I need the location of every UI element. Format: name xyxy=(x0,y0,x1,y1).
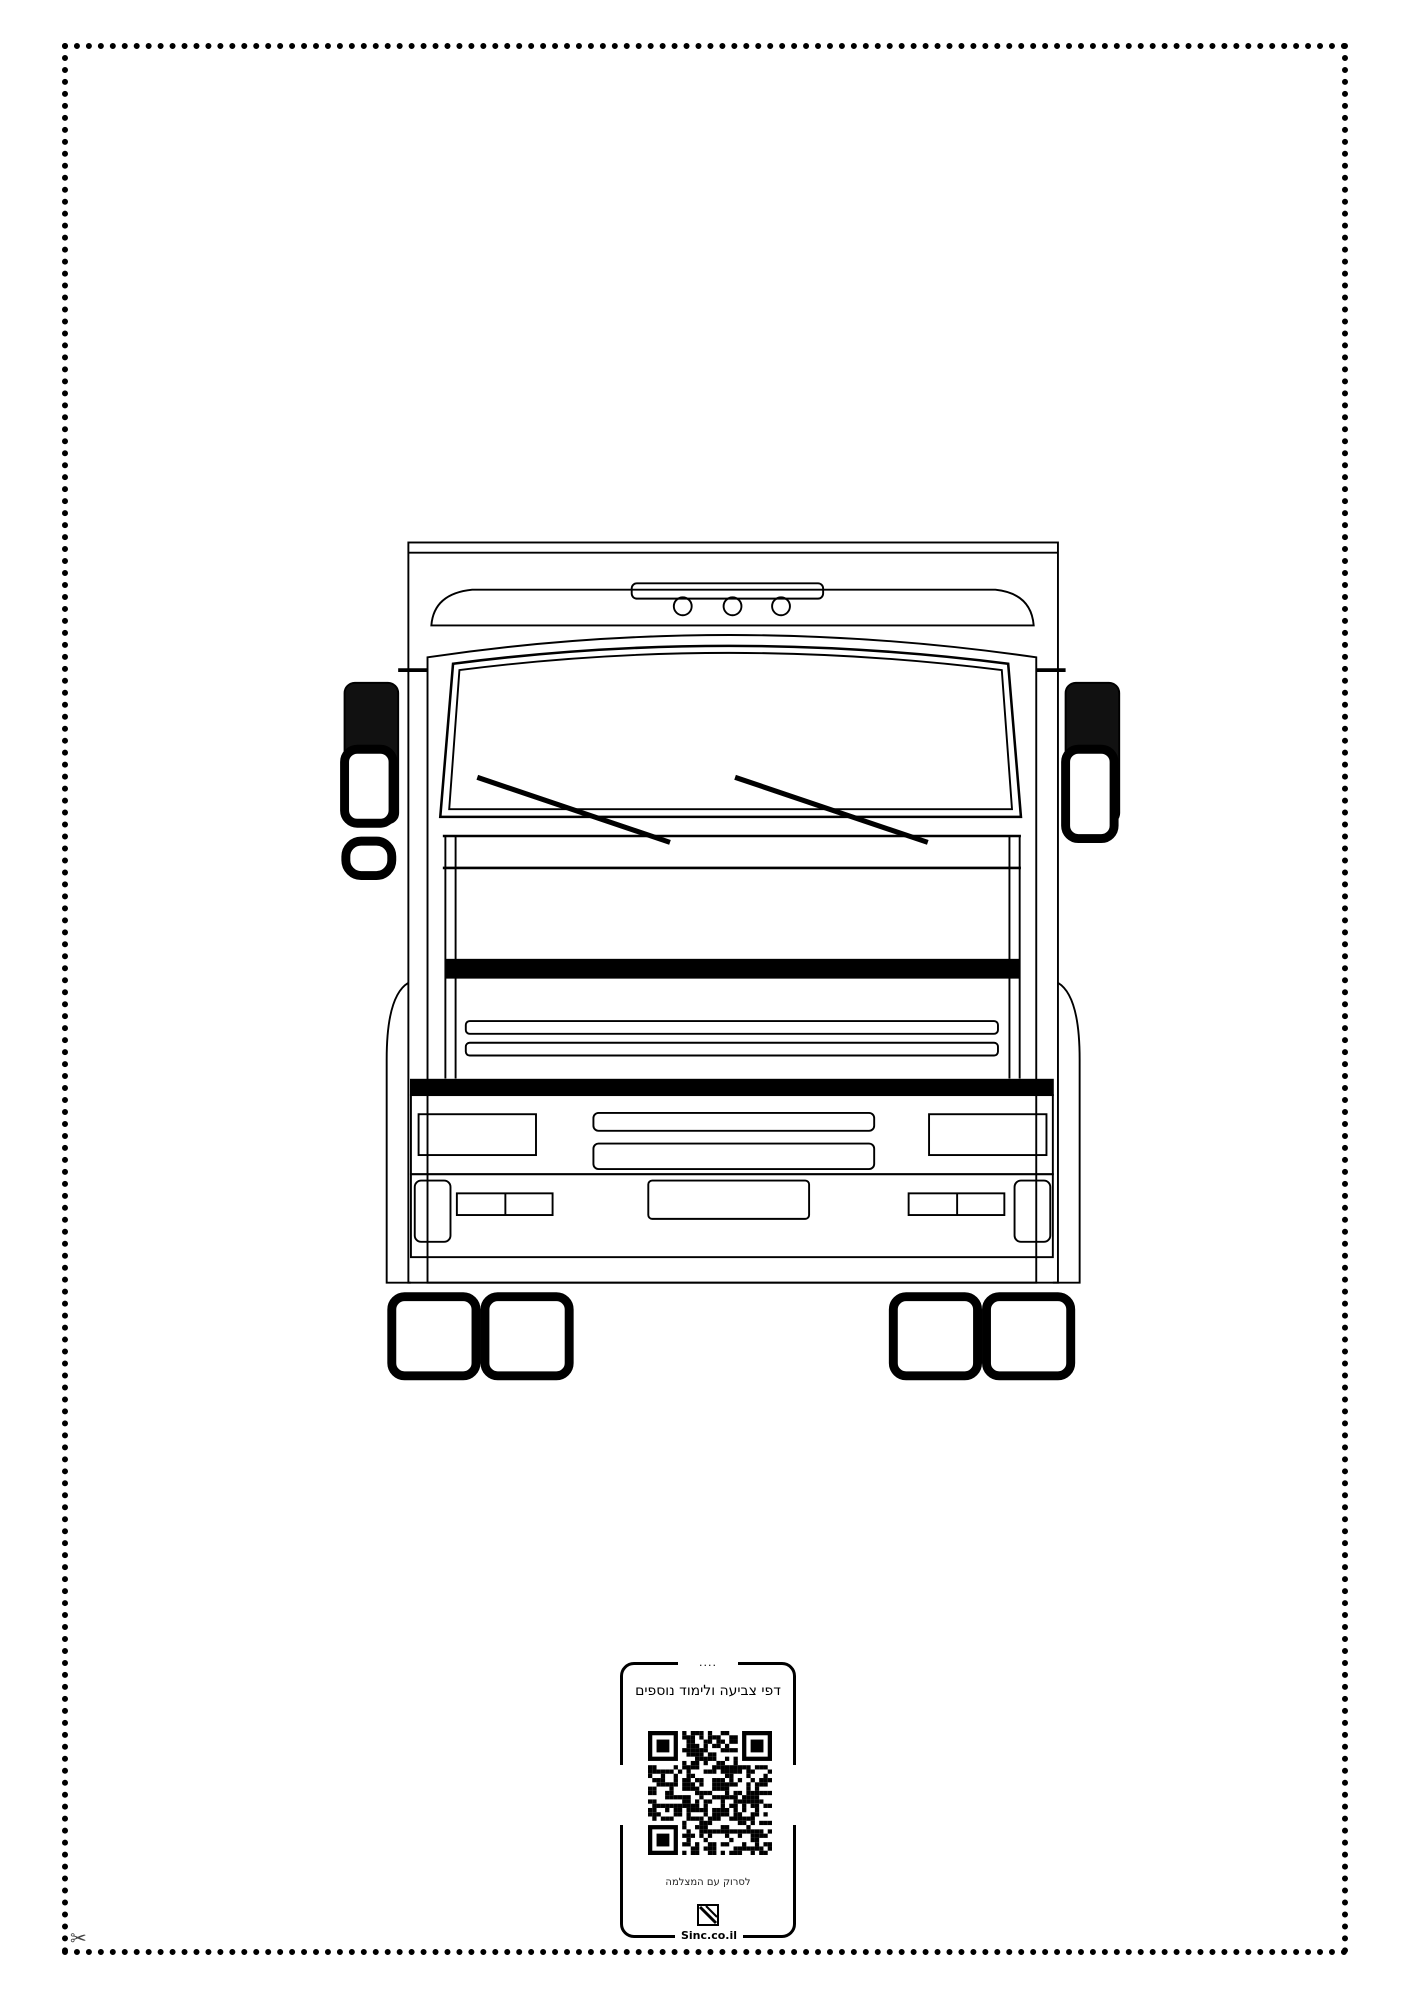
scissors-icon: ✂ xyxy=(70,1926,87,1950)
card-title: דפי צביעה ולימוד נוספים xyxy=(635,1683,781,1699)
card-dots: .... xyxy=(678,1657,738,1669)
qr-code[interactable] xyxy=(648,1731,772,1855)
qr-promo-card[interactable]: .... דפי צביעה ולימוד נוספים לסרוק עם המ… xyxy=(618,1657,798,1943)
sinc-logo-icon xyxy=(697,1904,719,1926)
brand-label: Sinc.co.il xyxy=(675,1929,743,1943)
scan-instruction: לסרוק עם המצלמה xyxy=(665,1877,751,1888)
cut-border xyxy=(62,43,1348,1955)
